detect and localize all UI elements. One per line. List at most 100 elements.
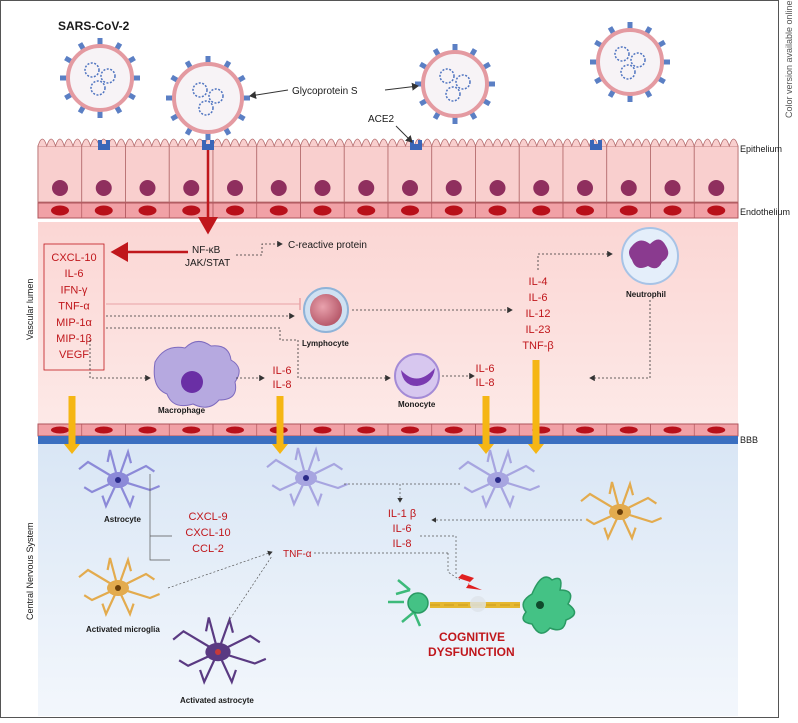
virus-envelope (172, 62, 244, 134)
glial-process (116, 448, 133, 481)
cns-il-0: IL-1 β (388, 508, 416, 520)
tnf-to-neuron-b (447, 553, 461, 581)
epithelial-nucleus (314, 180, 331, 196)
virus-particle (415, 44, 495, 124)
virus-particle (166, 56, 250, 140)
outcome-line1: COGNITIVE (439, 630, 505, 644)
epithelial-nucleus (620, 180, 637, 196)
glial-nucleus (115, 477, 121, 483)
glial-process (497, 478, 541, 492)
glial-process (305, 477, 323, 507)
figure-frame (0, 0, 779, 718)
glial-process (266, 458, 307, 479)
activated-astrocyte-label: Activated astrocyte (180, 696, 254, 705)
migration-arrow (482, 396, 490, 444)
endothelial-nucleus (488, 205, 507, 216)
cytokine-0: CXCL-10 (51, 252, 96, 264)
cells-to-il (344, 483, 403, 503)
microvilli (650, 138, 695, 148)
lymph-cytokine-2: IL-12 (525, 308, 550, 320)
rna-icon (614, 46, 630, 62)
glial-process (289, 477, 307, 507)
glial-process (619, 496, 658, 513)
bbb-label: BBB (740, 435, 758, 445)
migration-arrowhead (478, 444, 494, 454)
cytokine-3: TNF-α (58, 301, 90, 313)
migration-arrow (532, 360, 540, 444)
migration-arrow (276, 396, 284, 444)
microvilli (475, 138, 520, 148)
crp-label: C-reactive protein (288, 240, 367, 251)
glial-process (78, 460, 119, 481)
endothelial-nucleus (357, 426, 376, 434)
glial-process (172, 629, 219, 653)
cytokine-box (43, 243, 105, 371)
endothelial-nucleus (576, 426, 594, 434)
neutrophil-label: Neutrophil (626, 290, 666, 299)
rna-icon (84, 62, 100, 78)
epithelial-nucleus (489, 180, 506, 196)
glial-process (305, 476, 349, 490)
endothelial-nucleus (138, 205, 157, 216)
glial-process (217, 650, 267, 665)
endothelial-nucleus (313, 426, 332, 434)
monocyte-label: Monocyte (398, 400, 436, 409)
nfkb-label: NF-κB (192, 245, 221, 256)
glial-process (486, 449, 500, 481)
glial-process (305, 462, 344, 479)
glial-process (106, 449, 120, 481)
activated-astrocyte-cell (172, 616, 267, 685)
glial-nucleus (495, 477, 501, 483)
bbb-layer (38, 436, 738, 444)
virus-envelope (421, 50, 489, 118)
endothelial-nucleus (94, 205, 113, 216)
endothelial-nucleus (663, 205, 682, 216)
cns-region (38, 444, 738, 716)
glial-process (217, 651, 237, 685)
rna-icon (208, 88, 224, 104)
migration-arrowhead (272, 444, 288, 454)
ace2-label: ACE2 (368, 114, 395, 125)
endothelial-nucleus (182, 426, 201, 434)
cns-chemokine-2: CCL-2 (192, 543, 224, 555)
rna-icon (90, 80, 106, 96)
epithelial-nucleus (402, 180, 418, 196)
rna-icon (630, 52, 646, 68)
endothelial-nucleus (357, 205, 376, 216)
cns-il-2: IL-8 (393, 538, 412, 550)
mono-cytokine-1: IL-8 (476, 377, 495, 389)
cns-label: Central Nervous System (25, 522, 35, 620)
macrophage-nucleus (181, 371, 203, 393)
glial-process (117, 572, 156, 589)
glycoprotein-arrow-right (384, 82, 419, 91)
endothelial-cell (693, 202, 739, 219)
epithelial-nucleus (139, 180, 156, 196)
migration-arrowhead (64, 444, 80, 454)
glial-process (216, 616, 235, 653)
epithelial-nucleus (577, 180, 593, 196)
mip-to-monocyte (106, 327, 391, 382)
endothelial-nucleus (619, 426, 638, 434)
endothelial-nucleus (444, 205, 463, 216)
endothelial-nucleus (269, 205, 288, 216)
astrocyte-cell-2 (266, 446, 349, 507)
endothelial-nucleus (488, 426, 507, 434)
jakstat-label: JAK/STAT (185, 258, 230, 269)
glial-process (619, 510, 663, 524)
endothelial-nucleus (182, 205, 201, 216)
virus-envelope (66, 44, 134, 112)
endothelial-nucleus (532, 205, 551, 216)
cns-chemokine-0: CXCL-9 (188, 511, 227, 523)
endothelial-nucleus (576, 205, 594, 216)
glial-process (217, 634, 261, 653)
crp-arrow (236, 240, 283, 256)
rna-icon (455, 74, 471, 90)
microvilli (125, 138, 170, 148)
glial-nucleus (617, 509, 623, 515)
epithelial-nucleus (664, 180, 681, 196)
microvilli (300, 138, 345, 148)
lymph-cytokine-4: TNF-β (522, 340, 553, 352)
lymphocyte-nucleus (310, 294, 342, 326)
